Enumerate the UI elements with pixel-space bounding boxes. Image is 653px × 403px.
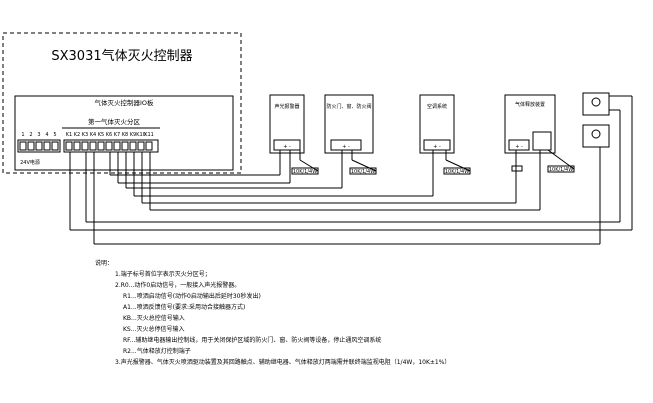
device-air-conditioner: 空调系统 + - 10K/1/4W xyxy=(419,94,471,175)
svg-text:气体释放装置: 气体释放装置 xyxy=(515,101,545,108)
bus-wires xyxy=(69,95,633,245)
svg-text:声光报警器: 声光报警器 xyxy=(274,103,299,110)
svg-text:K7: K7 xyxy=(114,132,120,138)
device-manual-box xyxy=(582,92,610,148)
svg-text:K8: K8 xyxy=(122,132,128,138)
svg-text:10K/1/4W: 10K/1/4W xyxy=(549,167,573,173)
svg-text:10K/1/4W: 10K/1/4W xyxy=(445,169,469,175)
device-valve-release: 气体释放装置 + - 10K/1/4W xyxy=(504,94,575,173)
svg-text:3.声光报警器、气体灭火喷洒驱动装置及其回路触点、辅助继电器: 3.声光报警器、气体灭火喷洒驱动装置及其回路触点、辅助继电器、气体释放灯两端需并… xyxy=(115,358,450,366)
svg-text:2.R0...动作0启动信号，一般接入声光报警器。: 2.R0...动作0启动信号，一般接入声光报警器。 xyxy=(115,281,240,289)
svg-text:KS...灭火总停信号输入: KS...灭火总停信号输入 xyxy=(123,325,184,333)
controller-title: SX3031气体灭火控制器 xyxy=(51,48,192,64)
svg-text:R2...气体释放灯控制端子: R2...气体释放灯控制端子 xyxy=(123,347,191,355)
zone-terminal-block: K1 K2 K3 K4 K5 K6 K7 K8 K9 K10 K11 xyxy=(63,132,159,153)
io-board xyxy=(14,95,234,171)
svg-text:3: 3 xyxy=(37,132,40,138)
svg-text:K2: K2 xyxy=(74,132,80,138)
svg-text:K4: K4 xyxy=(90,132,96,138)
svg-text:RF...辅助继电器输出控制线，用于关闭保护区域的防火门、窗: RF...辅助继电器输出控制线，用于关闭保护区域的防火门、窗、防火阀等设备，停止… xyxy=(123,336,381,344)
notes-header: 说明： xyxy=(95,259,113,267)
svg-text:KB...灭火总控信号输入: KB...灭火总控信号输入 xyxy=(123,314,185,322)
zone-label: 第一气体灭火分区 xyxy=(88,117,141,126)
svg-text:+ -: + - xyxy=(283,144,291,150)
svg-text:10K/1/4W: 10K/1/4W xyxy=(351,169,375,175)
svg-text:1.端子标号首位字表示灭火分区号；: 1.端子标号首位字表示灭火分区号； xyxy=(115,270,211,278)
svg-text:K11: K11 xyxy=(144,132,154,138)
svg-text:2: 2 xyxy=(29,132,32,138)
svg-text:K3: K3 xyxy=(82,132,88,138)
svg-text:4: 4 xyxy=(45,132,48,138)
svg-text:K5: K5 xyxy=(98,132,104,138)
svg-text:K6: K6 xyxy=(106,132,112,138)
svg-text:+ -: + - xyxy=(433,144,441,150)
svg-text:K10: K10 xyxy=(136,132,146,138)
svg-text:+ -: + - xyxy=(515,144,523,150)
svg-text:防火门、窗、防火阀: 防火门、窗、防火阀 xyxy=(326,103,371,110)
svg-text:A1...喷洒反馈信号(要求:采用动合接触器方式): A1...喷洒反馈信号(要求:采用动合接触器方式) xyxy=(123,303,245,311)
left-terminal-block: 1 2 3 4 5 24V电源 xyxy=(17,132,61,166)
device-audible-alarm: 声光报警器 + - 10K/1/4W xyxy=(269,94,319,175)
svg-text:空调系统: 空调系统 xyxy=(427,103,447,110)
svg-text:K1: K1 xyxy=(66,132,72,138)
io-board-label: 气体灭火控制器IO板 xyxy=(94,98,154,107)
controller-boundary xyxy=(2,32,242,174)
svg-text:K9: K9 xyxy=(130,132,136,138)
svg-text:10K/1/4W: 10K/1/4W xyxy=(293,169,317,175)
svg-text:5: 5 xyxy=(53,132,56,138)
power-label: 24V电源 xyxy=(20,159,40,166)
notes: 说明： 1.端子标号首位字表示灭火分区号； 2.R0...动作0启动信号，一般接… xyxy=(95,259,450,366)
svg-text:1: 1 xyxy=(21,132,24,138)
svg-text:+ -: + - xyxy=(342,144,350,150)
svg-text:R1...喷洒启动信号(动作0启动输出后延时30秒发出): R1...喷洒启动信号(动作0启动输出后延时30秒发出) xyxy=(123,292,261,300)
device-fire-door: 防火门、窗、防火阀 + - 10K/1/4W xyxy=(324,94,377,175)
